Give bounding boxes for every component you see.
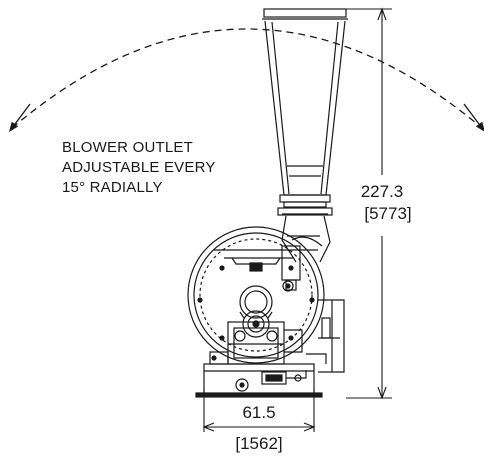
height-inches-label: 227.3 bbox=[358, 182, 406, 202]
width-mm-label: [1562] bbox=[235, 434, 283, 453]
rotation-arrow-left bbox=[9, 103, 31, 132]
note-line-3: 15° RADIALLY bbox=[62, 179, 163, 196]
width-inches-label: 61.5 bbox=[242, 403, 276, 422]
rotation-arc bbox=[11, 28, 483, 129]
note-line-2: ADJUSTABLE EVERY bbox=[62, 159, 216, 176]
height-dimension-lines bbox=[346, 7, 392, 400]
height-mm-label: [5773] bbox=[352, 204, 424, 224]
note-line-1: BLOWER OUTLET bbox=[62, 139, 193, 156]
blower-machine bbox=[187, 8, 348, 398]
rotation-arrow-right bbox=[463, 103, 484, 132]
